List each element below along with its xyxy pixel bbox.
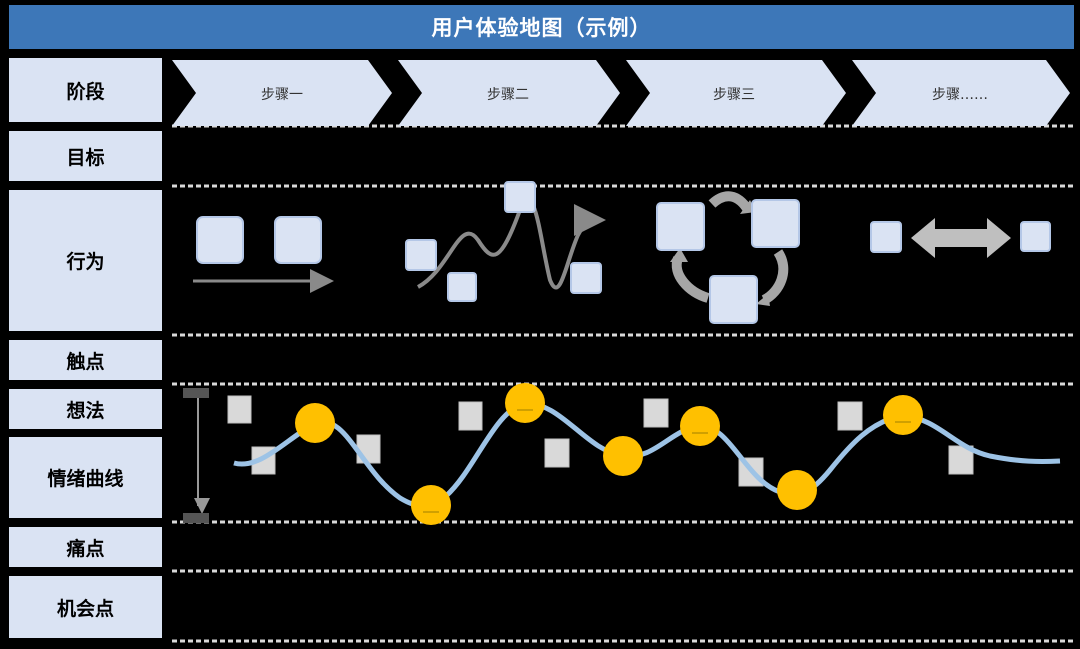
- behavior-linear-icon: [193, 216, 334, 293]
- row-label-thoughts: 想法: [9, 389, 162, 429]
- stage-chevrons: 步骤一 步骤二 步骤三 步骤……: [172, 60, 1070, 126]
- emotion-face-6: [777, 470, 817, 510]
- stage-label-2: 步骤二: [487, 87, 529, 103]
- row-label-touchpoint: 触点: [9, 340, 162, 380]
- row-label-pain: 痛点: [9, 527, 162, 567]
- stage-label-4: 步骤……: [932, 87, 988, 103]
- stage-chevron-4: [852, 60, 1070, 126]
- row-label-stage: 阶段: [9, 58, 162, 122]
- emotion-face-2: [411, 485, 451, 525]
- emotion-face-4: [603, 436, 643, 476]
- row-label-goal: 目标: [9, 131, 162, 181]
- behavior-bidirectional-icon: [870, 218, 1051, 258]
- behavior-zigzag-icon: [405, 181, 606, 302]
- stage-chevron-3: [626, 60, 846, 126]
- row-separators: [172, 124, 1076, 643]
- stage-label-3: 步骤三: [713, 87, 755, 103]
- row-label-behavior: 行为: [9, 190, 162, 331]
- emotion-faces: [295, 383, 923, 525]
- row-label-emotion: 情绪曲线: [9, 437, 162, 518]
- emotion-face-1: [295, 403, 335, 443]
- page-title: 用户体验地图（示例）: [9, 5, 1074, 49]
- emotion-face-5: [680, 406, 720, 446]
- stage-chevron-1: [172, 60, 392, 126]
- stage-label-1: 步骤一: [261, 87, 303, 103]
- behavior-cycle-icon: [656, 191, 800, 324]
- emotion-face-3: [505, 383, 545, 423]
- thought-notes: [227, 395, 974, 487]
- row-label-opportunity: 机会点: [9, 576, 162, 638]
- emotion-face-7: [883, 395, 923, 435]
- emotion-axis: [183, 388, 210, 523]
- stage-chevron-2: [398, 60, 620, 126]
